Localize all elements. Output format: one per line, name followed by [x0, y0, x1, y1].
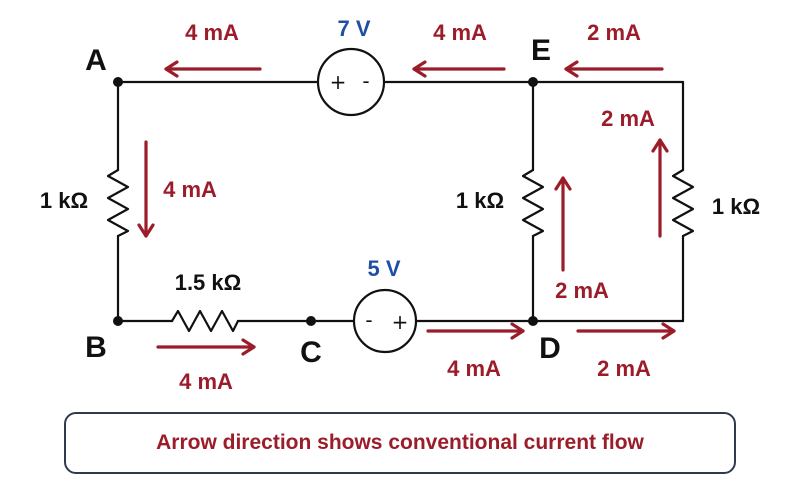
current-label-ab: 4 mA	[163, 177, 217, 202]
junction-dots	[113, 77, 538, 326]
current-arrow-ed-right	[651, 138, 669, 238]
note-box: Arrow direction shows conventional curre…	[64, 412, 736, 474]
node-label-d: D	[539, 332, 561, 365]
current-label-top-left: 4 mA	[185, 20, 239, 45]
node-label-e: E	[531, 34, 551, 67]
current-arrow-ed-left	[554, 176, 572, 272]
current-arrow-bc	[156, 338, 256, 356]
current-arrow-ab	[137, 140, 155, 238]
resistor-ab	[106, 168, 130, 238]
current-arrow-top-right	[564, 60, 664, 78]
current-label-ed-left: 2 mA	[555, 278, 609, 303]
node-label-a: A	[85, 44, 107, 77]
current-label-bc: 4 mA	[179, 369, 233, 394]
resistor-label-ed-left: 1 kΩ	[456, 188, 504, 213]
voltage-source-top: + -	[316, 47, 386, 117]
node-b-dot	[113, 316, 123, 326]
resistor-label-bc: 1.5 kΩ	[175, 270, 242, 295]
voltage-label-top: 7 V	[337, 16, 370, 41]
node-label-c: C	[300, 336, 322, 369]
current-arrow-cd	[426, 322, 525, 340]
current-label-cd: 4 mA	[447, 356, 501, 381]
note-text: Arrow direction shows conventional curre…	[156, 431, 644, 454]
wires	[116, 80, 685, 323]
current-label-d-right: 2 mA	[597, 356, 651, 381]
source-bottom-plus: +	[392, 310, 409, 334]
node-label-b: B	[85, 331, 107, 364]
node-e-dot	[528, 77, 538, 87]
current-arrow-d-right	[576, 322, 676, 340]
node-a-dot	[113, 77, 123, 87]
resistor-label-ed-right: 1 kΩ	[712, 194, 760, 219]
resistor-label-ab: 1 kΩ	[40, 188, 88, 213]
current-label-top-middle: 4 mA	[433, 20, 487, 45]
current-arrow-top-left	[164, 60, 262, 78]
node-d-dot	[528, 316, 538, 326]
current-label-top-right: 2 mA	[587, 20, 641, 45]
voltage-label-bottom: 5 V	[367, 256, 400, 281]
current-label-ed-right: 2 mA	[601, 106, 655, 131]
node-c-dot	[306, 316, 316, 326]
resistor-ed-right	[671, 168, 695, 238]
source-top-plus: +	[330, 70, 347, 94]
resistor-bc	[170, 309, 240, 333]
resistor-ed-left	[521, 168, 545, 238]
current-arrow-top-middle	[412, 60, 506, 78]
voltage-source-bottom: - +	[352, 288, 418, 354]
source-bottom-minus: -	[365, 308, 372, 332]
source-top-minus: -	[362, 69, 369, 93]
